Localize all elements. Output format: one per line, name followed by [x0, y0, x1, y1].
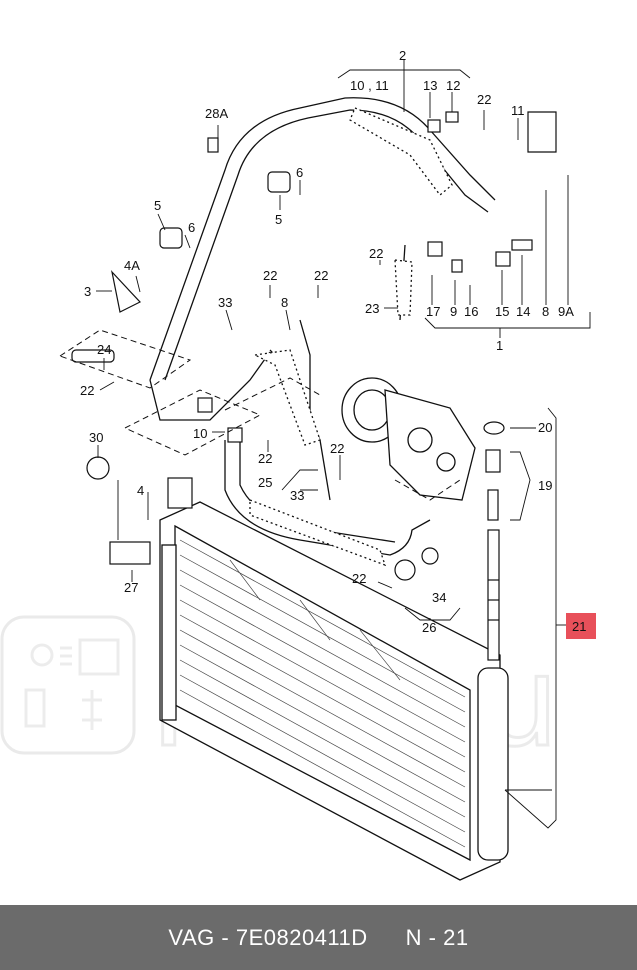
- brand-separator: -: [221, 924, 230, 950]
- callout-12: 12: [446, 78, 460, 93]
- callout-8: 8: [281, 295, 288, 310]
- callout-19: 19: [538, 478, 552, 493]
- callout-11: 11: [511, 103, 525, 118]
- callout-4: 4: [137, 483, 144, 498]
- callout-6: 6: [188, 220, 195, 235]
- parts-diagram: Rulli.ru: [0, 48, 596, 881]
- part-footer: VAG - 7E0820411D N - 21: [0, 905, 637, 970]
- callout-9: 9: [450, 304, 457, 319]
- callout-17: 17: [426, 304, 440, 319]
- callout-4a: 4A: [124, 258, 140, 273]
- callout-15: 15: [495, 304, 509, 319]
- callout-23: 23: [365, 301, 379, 316]
- reference-frames: [58, 329, 461, 501]
- part-number: 7E0820411D: [235, 924, 368, 950]
- callout-22: 22: [314, 268, 328, 283]
- small-parts: [71, 111, 557, 581]
- callout-1: 1: [496, 338, 503, 353]
- callout-34: 34: [432, 590, 446, 605]
- callout-16: 16: [464, 304, 478, 319]
- callout-26: 26: [422, 620, 436, 635]
- callout-33: 33: [218, 295, 232, 310]
- car-parts-icon: [24, 638, 120, 730]
- position-label: N - 21: [405, 924, 469, 950]
- callout-2: 2: [399, 48, 406, 63]
- callout-20: 20: [538, 420, 552, 435]
- callout-33: 33: [290, 488, 304, 503]
- callout-25: 25: [258, 475, 272, 490]
- callout-13: 13: [423, 78, 437, 93]
- callout-22: 22: [80, 383, 94, 398]
- callout-21-highlight: [566, 613, 596, 639]
- callout-22: 22: [352, 571, 366, 586]
- hose-sections: [249, 107, 453, 567]
- callout-10: 10: [193, 426, 207, 441]
- callout-22: 22: [477, 92, 491, 107]
- condenser: [159, 501, 509, 881]
- drier-cartridge: [483, 421, 505, 661]
- callout-5: 5: [154, 198, 161, 213]
- brand-label: VAG: [168, 924, 215, 950]
- callout-6: 6: [296, 165, 303, 180]
- leader-lines: [96, 60, 591, 829]
- compressor: [341, 377, 476, 501]
- callout-28a: 28A: [205, 106, 228, 121]
- callouts: 2 10 , 11 13 12 22 11 28A 6 5 5 6 4A 3 2…: [80, 48, 596, 639]
- callout-22: 22: [263, 268, 277, 283]
- callout-22: 22: [330, 441, 344, 456]
- callout-27: 27: [124, 580, 138, 595]
- callout-22: 22: [369, 246, 383, 261]
- callout-21: 21: [572, 619, 586, 634]
- callout-9a: 9A: [558, 304, 574, 319]
- callout-10-11: 10 , 11: [350, 78, 389, 93]
- callout-5: 5: [275, 212, 282, 227]
- callout-3: 3: [84, 284, 91, 299]
- callout-24: 24: [97, 342, 111, 357]
- callout-22: 22: [258, 451, 272, 466]
- callout-14: 14: [516, 304, 530, 319]
- callout-30: 30: [89, 430, 103, 445]
- callout-8: 8: [542, 304, 549, 319]
